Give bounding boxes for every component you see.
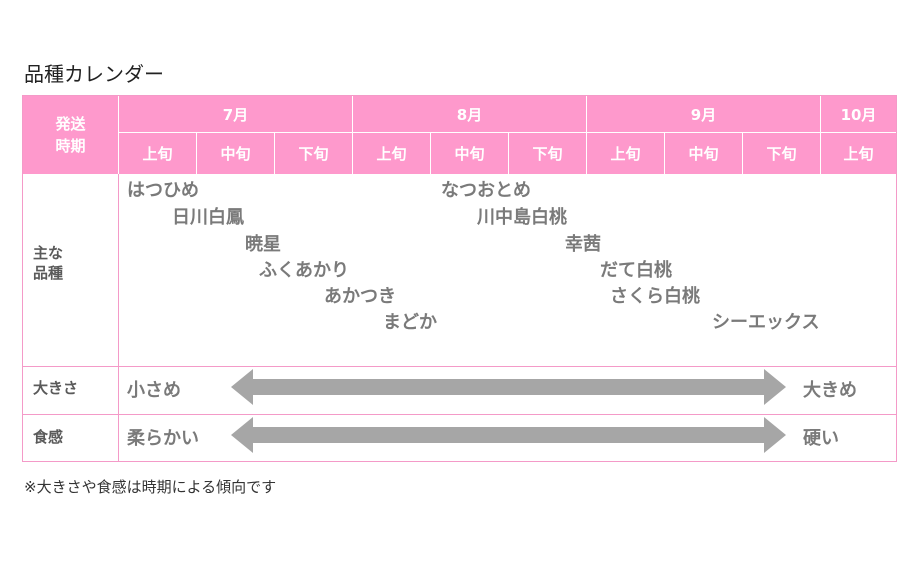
variety-sakura-hakuto: さくら白桃 [610, 286, 700, 307]
period-jul-late: 下旬 [298, 145, 329, 163]
varieties-label-line2: 品種 [33, 264, 64, 282]
table-header [23, 96, 896, 174]
footnote: ※大きさや食感は時期による傾向です [24, 478, 277, 496]
varieties-label-line1: 主な [33, 244, 64, 262]
period-sep-late: 下旬 [766, 145, 797, 163]
body-divider [23, 414, 896, 415]
texture-row-label: 食感 [33, 428, 64, 446]
month-october: 10月 [840, 105, 877, 124]
variety-akatsuki: あかつき [324, 286, 396, 307]
header-divider [430, 133, 431, 174]
variety-natsuotome: なつおとめ [441, 180, 531, 201]
header-corner-line1: 発送 [55, 115, 86, 133]
varieties-row-label: 主な 品種 [33, 243, 113, 283]
variety-gyosei: 暁星 [245, 234, 281, 255]
header-corner-line2: 時期 [55, 137, 86, 155]
header-divider [119, 132, 896, 133]
texture-start-label: 柔らかい [127, 428, 199, 449]
texture-end-label: 硬い [803, 428, 839, 449]
header-divider [508, 133, 509, 174]
variety-kawanakajima-hakuto: 川中島白桃 [477, 207, 567, 228]
header-divider [820, 96, 821, 174]
period-sep-mid: 中旬 [688, 145, 719, 163]
header-divider [274, 133, 275, 174]
period-sep-early: 上旬 [610, 145, 641, 163]
size-row-label: 大きさ [33, 379, 79, 397]
period-jul-early: 上旬 [142, 145, 173, 163]
size-end-label: 大きめ [803, 380, 857, 401]
body-divider [118, 174, 119, 461]
header-divider [352, 96, 353, 174]
header-divider [118, 96, 119, 174]
period-oct-early: 上旬 [843, 145, 874, 163]
period-aug-early: 上旬 [376, 145, 407, 163]
header-divider [196, 133, 197, 174]
header-divider [664, 133, 665, 174]
header-corner-cell: 発送 時期 [23, 96, 118, 174]
month-august: 8月 [456, 105, 483, 124]
variety-fukuakari: ふくあかり [259, 260, 349, 281]
period-jul-mid: 中旬 [220, 145, 251, 163]
month-july: 7月 [222, 105, 249, 124]
variety-date-hakuto: だて白桃 [600, 260, 672, 281]
variety-cx: シーエックス [712, 312, 820, 333]
header-divider [586, 96, 587, 174]
size-start-label: 小さめ [127, 380, 181, 401]
size-double-arrow [231, 369, 786, 405]
period-aug-late: 下旬 [532, 145, 563, 163]
page-title: 品種カレンダー [24, 62, 164, 86]
period-aug-mid: 中旬 [454, 145, 485, 163]
variety-hatsuhime: はつひめ [127, 180, 199, 201]
shipping-calendar-table: 発送 時期 7月 8月 9月 10月 上旬 中旬 下旬 上旬 中旬 下旬 上旬 … [22, 95, 897, 462]
header-divider [742, 133, 743, 174]
variety-hikawa-hakuho: 日川白鳳 [172, 207, 244, 228]
variety-madoka: まどか [383, 312, 437, 333]
month-september: 9月 [690, 105, 717, 124]
variety-koakane: 幸茜 [565, 234, 601, 255]
body-divider [23, 366, 896, 367]
texture-double-arrow [231, 417, 786, 453]
